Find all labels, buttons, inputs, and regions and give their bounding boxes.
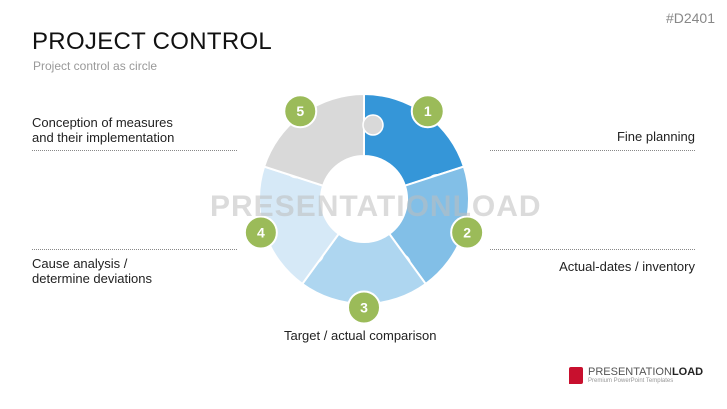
divider [32, 249, 237, 250]
step-badge-3: 3 [347, 290, 381, 325]
step-number: 2 [463, 225, 471, 241]
step-badge-1: 1 [410, 94, 445, 129]
logo-icon [569, 366, 583, 384]
step-1-label: Fine planning [616, 129, 695, 144]
badge-circle [283, 94, 318, 129]
divider [490, 249, 695, 250]
puzzle-piece-1 [363, 92, 466, 187]
step-3-label: Target / actual comparison [284, 328, 437, 343]
step-badge-2: 2 [450, 215, 485, 250]
step-number: 4 [257, 225, 265, 241]
divider [32, 150, 237, 151]
step-4-label: Cause analysis /determine deviations [32, 256, 152, 286]
badge-circle [243, 215, 278, 250]
page-title: PROJECT CONTROL [32, 28, 273, 55]
step-number: 5 [296, 103, 304, 119]
badge-circle [410, 94, 445, 129]
badge-circle [347, 290, 381, 325]
slide-code: #D2401 [665, 10, 715, 26]
step-badge-5: 5 [283, 94, 318, 129]
puzzle-piece-2 [387, 165, 470, 286]
badge-circle [450, 215, 485, 250]
step-badge-4: 4 [243, 215, 278, 250]
step-number: 3 [360, 299, 368, 315]
puzzle-piece-3 [300, 232, 428, 305]
puzzle-piece-5 [262, 92, 365, 187]
puzzle-tab [362, 114, 384, 136]
step-number: 1 [424, 103, 432, 119]
divider [490, 150, 695, 151]
page-subtitle: Project control as circle [33, 59, 158, 73]
step-2-label: Actual-dates / inventory [559, 259, 695, 274]
puzzle-piece-4 [258, 165, 341, 286]
